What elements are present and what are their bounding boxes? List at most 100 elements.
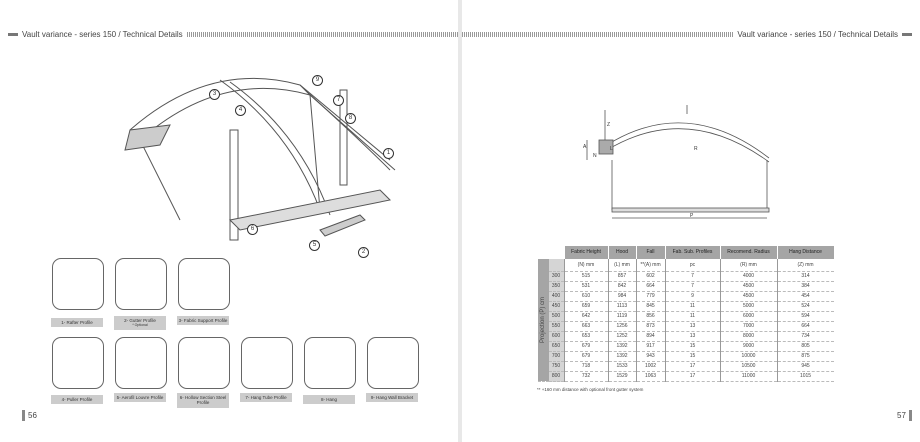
value-cell: 17 <box>664 371 720 382</box>
right-title: Vault variance - series 150 / Technical … <box>737 29 898 39</box>
left-page-number: 56 <box>22 410 37 421</box>
value-cell: 1529 <box>607 371 636 382</box>
projection-cell: 750 <box>548 361 564 372</box>
value-cell: 1252 <box>607 331 636 342</box>
value-cell: 7000 <box>719 321 777 332</box>
profile-label-louvre: 5- Aerofil Louvre Profile <box>114 393 166 403</box>
page-number-text: 56 <box>28 411 37 420</box>
value-cell: 1113 <box>607 301 636 312</box>
value-cell: 845 <box>635 301 665 312</box>
value-cell: 314 <box>776 271 834 282</box>
value-cell: 594 <box>776 311 834 322</box>
blank-cell <box>548 259 564 272</box>
value-cell: 602 <box>635 271 665 282</box>
value-cell: 1063 <box>635 371 665 382</box>
value-cell: 1392 <box>607 351 636 362</box>
value-cell: 13 <box>664 321 720 332</box>
value-cell: 7 <box>664 271 720 282</box>
col-header: Hood <box>607 246 636 259</box>
profile-card-hang <box>304 337 356 389</box>
canopy-drawing <box>124 77 396 241</box>
value-cell: 4500 <box>719 291 777 302</box>
projection-cell: 350 <box>548 281 564 292</box>
profile-label-hang-tube: 7- Hang Tube Profile <box>240 393 292 403</box>
value-cell: 1533 <box>607 361 636 372</box>
side-section-diagram <box>586 105 770 219</box>
value-cell: 11000 <box>719 371 777 382</box>
header-bar <box>902 32 912 36</box>
value-cell: 779 <box>635 291 665 302</box>
value-cell: 10500 <box>719 361 777 372</box>
row-header-vertical: Projection (P) cm <box>537 259 549 382</box>
profile-name: 1- Rafter Profile <box>61 320 93 325</box>
table-header-row: Fabric Height Hood Fall Fab. Sub. Profil… <box>537 246 834 259</box>
value-cell: 664 <box>776 321 834 332</box>
value-cell: 679 <box>563 351 608 362</box>
profile-name: 4- Puller Profile <box>61 397 93 402</box>
value-cell: 10000 <box>719 351 777 362</box>
callout-9: 9 <box>312 75 323 86</box>
profile-name: 9- Hang Wall Bracket <box>370 395 414 400</box>
value-cell: 9000 <box>719 341 777 352</box>
projection-cell: 400 <box>548 291 564 302</box>
value-cell: 664 <box>635 281 665 292</box>
label-l: L <box>610 146 613 152</box>
page-marker <box>22 410 25 421</box>
value-cell: 4000 <box>719 271 777 282</box>
row-header-text: Projection (P) cm <box>540 296 546 344</box>
label-r: R <box>694 146 698 152</box>
col-header: Fab. Sub. Profiles <box>664 246 720 259</box>
value-cell: 663 <box>563 321 608 332</box>
callout-1: 1 <box>383 148 394 159</box>
table-block: Fabric Height Hood Fall Fab. Sub. Profil… <box>537 246 834 392</box>
projection-cell: 500 <box>548 311 564 322</box>
value-cell: 4500 <box>719 281 777 292</box>
value-cell: 610 <box>563 291 608 302</box>
value-cell: 873 <box>635 321 665 332</box>
header-bar <box>8 32 18 36</box>
profile-card-hang-wall-bracket <box>367 337 419 389</box>
value-cell: 842 <box>607 281 636 292</box>
value-cell: 454 <box>776 291 834 302</box>
callout-7: 7 <box>333 95 344 106</box>
value-cell: 659 <box>563 301 608 312</box>
profile-card-puller <box>52 337 104 389</box>
profile-card-gutter <box>115 258 167 310</box>
value-cell: 15 <box>664 351 720 362</box>
value-cell: 732 <box>563 371 608 382</box>
col-header: Hang Distance <box>776 246 834 259</box>
value-cell: 875 <box>776 351 834 362</box>
unit-cell: pc <box>664 259 720 272</box>
value-cell: 531 <box>563 281 608 292</box>
label-n: N <box>593 153 597 159</box>
profile-label-hollow-section: 6- Hollow Section Steel Profile <box>177 393 229 408</box>
value-cell: 653 <box>563 331 608 342</box>
profile-name: 2- Gutter Profile <box>124 318 156 323</box>
profile-label-gutter: 2- Gutter Profile* Optional <box>114 316 166 330</box>
page-marker <box>908 410 912 421</box>
value-cell: 805 <box>776 341 834 352</box>
value-cell: 642 <box>563 311 608 322</box>
value-cell: 857 <box>607 271 636 282</box>
value-cell: 984 <box>607 291 636 302</box>
value-cell: 718 <box>563 361 608 372</box>
profile-card-louvre <box>115 337 167 389</box>
value-cell: 524 <box>776 301 834 312</box>
value-cell: 1256 <box>607 321 636 332</box>
profile-name: 7- Hang Tube Profile <box>245 395 287 400</box>
projection-cell: 450 <box>548 301 564 312</box>
profile-label-hang: 8- Hang <box>303 395 355 405</box>
value-cell: 894 <box>635 331 665 342</box>
profile-label-fabric-support: 3- Fabric Support Profile <box>177 316 229 326</box>
profile-name: 5- Aerofil Louvre Profile <box>116 395 164 400</box>
value-cell: 11 <box>664 301 720 312</box>
value-cell: 5000 <box>719 301 777 312</box>
value-cell: 13 <box>664 331 720 342</box>
profile-label-puller: 4- Puller Profile <box>51 395 103 405</box>
callout-2: 2 <box>358 247 369 258</box>
profile-card-hang-tube <box>241 337 293 389</box>
value-cell: 384 <box>776 281 834 292</box>
